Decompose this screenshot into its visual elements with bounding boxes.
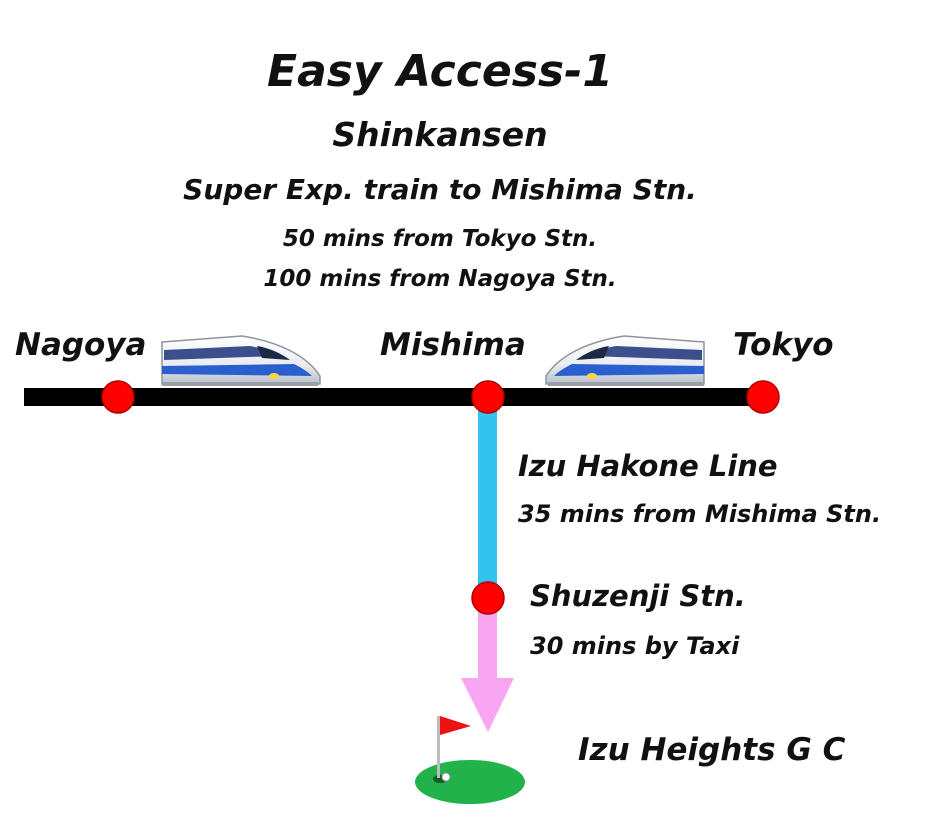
page-title: Easy Access-1 bbox=[267, 46, 613, 97]
taxi-route-arrowhead bbox=[461, 678, 514, 732]
station-label-mishima: Mishima bbox=[380, 327, 526, 363]
station-marker-nagoya[interactable] bbox=[101, 380, 135, 414]
izu-line-time: 35 mins from Mishima Stn. bbox=[518, 500, 882, 528]
izu-hakone-line bbox=[478, 398, 497, 598]
taxi-time: 30 mins by Taxi bbox=[530, 632, 740, 660]
shinkansen-line bbox=[24, 388, 776, 406]
time-from-tokyo: 50 mins from Tokyo Stn. bbox=[282, 226, 598, 252]
station-marker-tokyo[interactable] bbox=[746, 380, 780, 414]
station-marker-mishima[interactable] bbox=[471, 380, 505, 414]
station-label-tokyo: Tokyo bbox=[733, 327, 834, 363]
tagline: Super Exp. train to Mishima Stn. bbox=[183, 173, 697, 206]
taxi-route-shaft bbox=[478, 598, 497, 680]
station-label-shuzenji: Shuzenji Stn. bbox=[530, 579, 746, 613]
station-label-nagoya: Nagoya bbox=[15, 327, 147, 363]
izu-line-label: Izu Hakone Line bbox=[518, 449, 778, 483]
page-subtitle: Shinkansen bbox=[332, 115, 548, 154]
golf-flag-icon bbox=[415, 716, 525, 804]
time-from-nagoya: 100 mins from Nagoya Stn. bbox=[263, 266, 617, 292]
shinkansen-train-icon bbox=[161, 335, 321, 387]
shinkansen-train-icon bbox=[545, 335, 705, 387]
destination-label: Izu Heights G C bbox=[578, 732, 846, 768]
station-marker-shuzenji[interactable] bbox=[471, 581, 505, 615]
